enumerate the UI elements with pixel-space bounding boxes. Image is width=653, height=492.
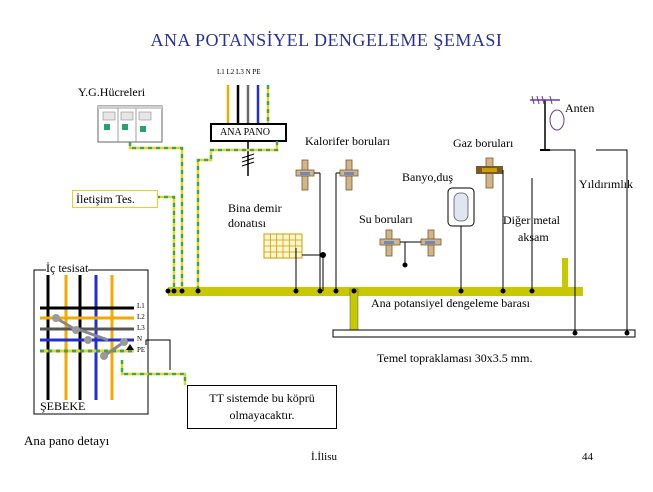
internal-install-label: İç tesisat — [46, 261, 89, 276]
detail-caption: Ana pano detayı — [24, 433, 110, 448]
other-metal-bar — [562, 258, 568, 288]
heating-pipes-label: Kalorifer boruları — [305, 134, 390, 148]
phase-header-label: L1 L2 L3 N PE — [217, 68, 261, 76]
detail-line-l2: L2 — [137, 313, 145, 321]
water-pipe-2 — [420, 229, 442, 257]
other-metal-label-2: aksam — [518, 230, 549, 244]
gas-pipe — [476, 157, 503, 189]
detail-line-pe: PE — [137, 346, 146, 354]
main-panel-label: ANA PANO — [220, 127, 270, 138]
other-metal-label-1: Diğer metal — [503, 213, 560, 227]
note-line-2: olmayacaktır. — [229, 408, 295, 422]
water-pipes-label: Su boruları — [359, 212, 413, 226]
bath-label: Banyo,duş — [402, 170, 453, 184]
note-box: TT sistemde bu köprü olmayacaktır. — [187, 385, 337, 429]
note-line-1: TT sistemde bu köprü — [209, 391, 315, 405]
page-title: ANA POTANSİYEL DENGELEME ŞEMASI — [150, 30, 503, 50]
lightning-label: Yıldırımlık — [579, 177, 633, 191]
rebar-label-2: donatısı — [228, 216, 266, 230]
bathtub — [447, 187, 475, 227]
lightning-conductor — [596, 149, 628, 333]
grid-label: ŞEBEKE — [40, 399, 86, 413]
detail-line-l1: L1 — [137, 302, 145, 310]
author-label: İ.İlisu — [311, 451, 337, 463]
comm-box: İletişim Tes. — [72, 190, 158, 208]
heating-pipe-2 — [339, 159, 359, 191]
yg-cells-label: Y.G.Hücreleri — [78, 85, 146, 99]
foundation-earth-label: Temel topraklaması 30x3.5 mm. — [377, 351, 533, 365]
heating-pipe-1 — [295, 159, 315, 191]
yg-cells-box — [97, 105, 163, 143]
comm-wire — [156, 195, 176, 291]
antenna-label: Anten — [565, 101, 595, 115]
rebar-label-1: Bina demir — [228, 201, 282, 215]
gas-pipes-label: Gaz boruları — [453, 136, 514, 150]
detail-line-n: N — [137, 335, 143, 343]
detail-line-l3: L3 — [137, 324, 145, 332]
water-pipe-1 — [379, 229, 401, 257]
page-number: 44 — [582, 451, 593, 463]
foundation-earth-strip — [332, 329, 636, 338]
antenna-icon — [530, 95, 565, 151]
busbar-label: Ana potansiyel dengeleme barası — [371, 296, 530, 310]
main-busbar — [168, 287, 583, 296]
comm-label: İletişim Tes. — [76, 192, 135, 206]
